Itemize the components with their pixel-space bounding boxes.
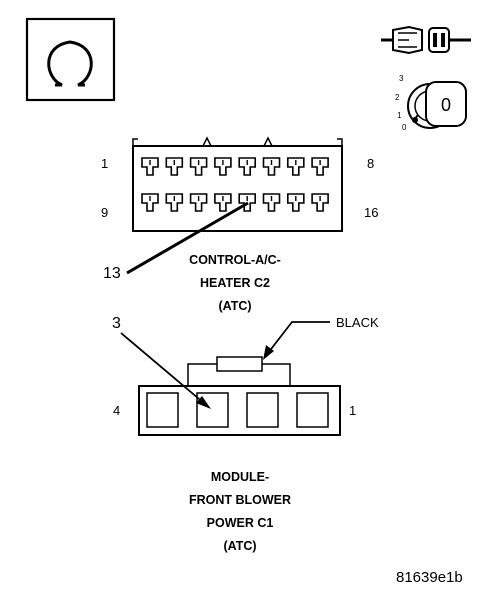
c2-pin-label-bottom-left: 9 <box>101 205 109 220</box>
c2-terminal-cavity <box>238 157 256 176</box>
c2-pin-label-top-right: 8 <box>367 156 375 171</box>
c2-terminal-cavity <box>287 193 305 212</box>
wire-color-label: BLACK <box>336 315 379 330</box>
caption-line: FRONT BLOWER <box>188 493 292 507</box>
c2-terminal-cavity <box>287 157 305 176</box>
switch-position-label: 2 <box>395 93 400 102</box>
connector-c1 <box>138 356 341 436</box>
callout-line-pin-13 <box>126 201 249 275</box>
callout-line-pin-3 <box>120 332 211 409</box>
caption-line: MODULE- <box>210 470 270 484</box>
caption-line: (ATC) <box>223 539 257 553</box>
c2-terminal-cavity <box>311 193 329 212</box>
callout-line-black-wire <box>263 321 330 360</box>
c1-pin-label-right: 1 <box>349 403 357 418</box>
c2-terminal-cavity <box>189 193 208 212</box>
c2-terminal-cavity <box>214 193 232 212</box>
c2-terminal-cavity <box>141 157 159 176</box>
callout-number-3: 3 <box>112 315 121 332</box>
switch-position-label: 1 <box>397 111 402 120</box>
c2-pin-label-top-left: 1 <box>101 156 109 171</box>
ohmmeter-icon <box>25 17 116 102</box>
figure-id: 81639e1b <box>396 569 463 586</box>
c2-terminal-cavity <box>262 193 281 212</box>
c2-terminal-cavity <box>311 157 329 176</box>
connector-c1-caption: MODULE- FRONT BLOWER POWER C1 (ATC) <box>155 466 325 558</box>
switch-position-label: 3 <box>399 74 404 83</box>
c1-pin-label-left: 4 <box>113 403 121 418</box>
caption-line: CONTROL-A/C- <box>189 253 281 267</box>
c2-terminal-cavity <box>262 157 281 176</box>
caption-line: POWER C1 <box>206 516 274 530</box>
c2-terminal-cavity <box>141 193 159 212</box>
caption-line: (ATC) <box>218 299 252 313</box>
switch-position-label: 0 <box>402 123 407 132</box>
c2-terminal-cavity <box>189 157 208 176</box>
connector-c2 <box>132 136 343 232</box>
c2-pin-label-bottom-right: 16 <box>364 205 379 220</box>
c2-terminal-cavity <box>165 193 184 212</box>
c2-terminal-cavity <box>165 157 184 176</box>
ignition-key-label: 0 <box>441 95 452 115</box>
caption-line: HEATER C2 <box>200 276 270 290</box>
c2-terminal-cavity <box>214 157 232 176</box>
unplugged-connector-icon <box>381 25 471 55</box>
ignition-key-icon <box>407 81 467 129</box>
connector-c2-caption: CONTROL-A/C- HEATER C2 (ATC) <box>160 249 310 318</box>
callout-number-13: 13 <box>103 265 121 282</box>
